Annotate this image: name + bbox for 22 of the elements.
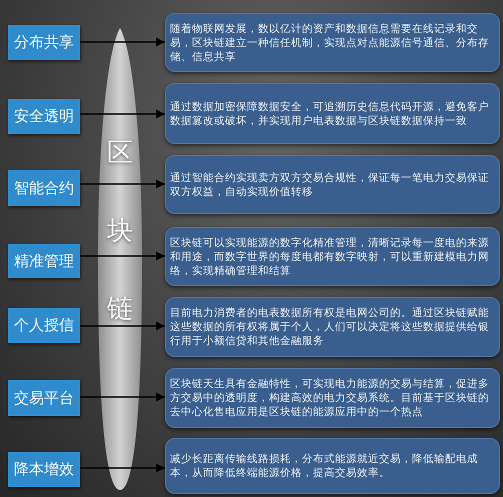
arrow: [80, 180, 165, 188]
arrow: [80, 38, 165, 46]
feature-tag: 智能合约: [8, 170, 80, 206]
description-card: 随着物联网发展，数以亿计的资产和数据信息需要在线记录和交易，区块链建立一种信任机制，实现点对点能源信号通信、分布存储、信息共享: [165, 13, 500, 72]
feature-tag: 个人授信: [8, 308, 80, 343]
description-card: 减少长距离传输线路损耗，分布式能源就近交易，降低输配电成本，从而降低终端能源价格，提高交易效率。: [165, 438, 500, 494]
description-card: 通过智能合约实现卖方双方交易合规性，保证每一笔电力交易保证双方权益，自动实现价值转移: [165, 155, 500, 214]
description-card: 通过数据加密保障数据安全，可追溯历史信息代码开源，避免客户数据篡改或破坏，并实现用户电表数据与区块链数据保持一致: [165, 83, 500, 144]
description-card: 目前电力消费者的电表数据所有权是电网公司的。通过区块链赋能这些数据的所有权将属于个人，人们可以决定将这些数据提供给银行用于小额信贷和其他金融服务: [165, 297, 500, 357]
arrow: [80, 322, 165, 330]
feature-tag: 分布共享: [8, 25, 80, 60]
arrow: [80, 392, 165, 402]
feature-tag: 交易平台: [8, 380, 80, 416]
arrow: [80, 110, 165, 118]
arrow: [80, 464, 165, 472]
arrow: [80, 252, 165, 260]
description-card: 区块链天生具有金融特性，可实现电力能源的交易与结算，促进多方交易中的透明度，构建高效的电力交易系统。目前基于区块链的去中心化售电应用是区块链的能源应用中的一个热点: [165, 368, 500, 428]
feature-tag: 安全透明: [8, 99, 80, 134]
description-card: 区块链可以实现能源的数字化精准管理，清晰记录每一度电的来源和用途，而数字世界的每度电都有数字映射，可以重新建模电力网络，实现精确管理和结算: [165, 227, 500, 286]
feature-tag: 降本增效: [8, 452, 80, 487]
vertical-title: 区块链: [107, 137, 133, 326]
feature-tag: 精准管理: [8, 244, 80, 278]
